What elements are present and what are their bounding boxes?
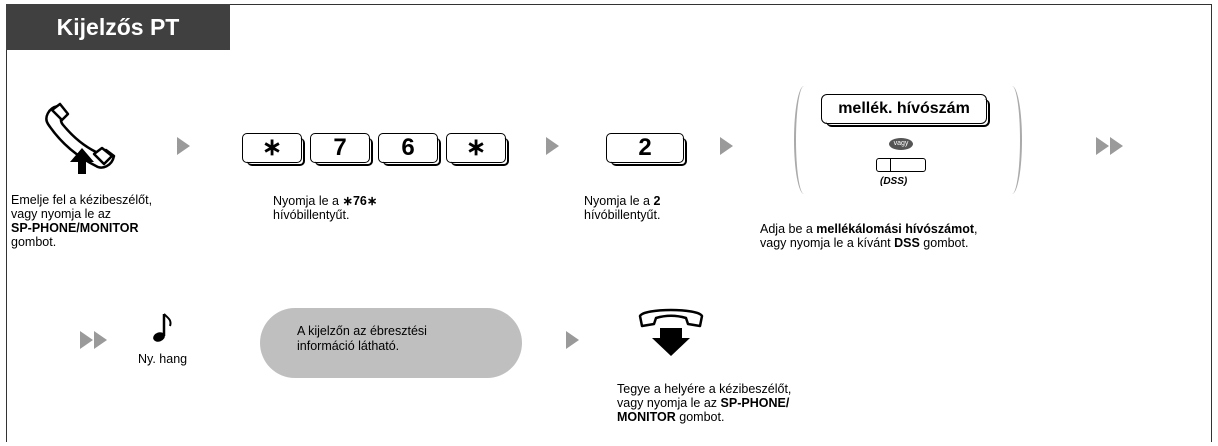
- keys-caption: Nyomja le a ∗76∗ hívóbillentyűt.: [273, 194, 378, 222]
- handset-onhook-icon: [638, 308, 704, 356]
- double-arrow-a: [1096, 137, 1109, 155]
- six-key: 6: [378, 133, 441, 166]
- star-key: ∗: [242, 133, 305, 166]
- music-note-icon: [153, 313, 172, 342]
- next-arrow-3: [720, 137, 733, 155]
- page-title: Kijelzős PT: [6, 4, 230, 50]
- offhook-caption: Emelje fel a kézibeszélőt, vagy nyomja l…: [11, 193, 153, 249]
- display-info-bubble: [260, 308, 522, 378]
- display-info-text: A kijelzőn az ébresztési információ láth…: [297, 324, 427, 353]
- tone-label: Ny. hang: [138, 352, 188, 366]
- key2-caption: Nyomja le a 2 hívóbillentyűt.: [584, 194, 661, 222]
- handset-offhook-icon: [45, 102, 116, 174]
- onhook-caption: Tegye a helyére a kézibeszélőt, vagy nyo…: [617, 382, 792, 424]
- right-bracket: [1002, 86, 1022, 194]
- next-arrow-2: [546, 137, 559, 155]
- two-key: 2: [606, 133, 687, 166]
- dss-button-icon: [876, 158, 926, 172]
- next-arrow-4: [566, 331, 579, 349]
- extension-number-box: mellék. hívószám: [821, 94, 990, 127]
- page-frame: [6, 4, 1212, 442]
- or-badge: vagy: [889, 138, 913, 150]
- star-key-2: ∗: [446, 133, 509, 166]
- extension-caption: Adja be a mellékálomási hívószámot, vagy…: [760, 222, 978, 250]
- left-bracket: [794, 86, 814, 194]
- dss-label: (DSS): [880, 176, 908, 187]
- double-arrow-b: [1110, 137, 1123, 155]
- next-arrow: [177, 137, 190, 155]
- double-arrow-c: [80, 331, 93, 349]
- double-arrow-d: [94, 331, 107, 349]
- seven-key: 7: [310, 133, 373, 166]
